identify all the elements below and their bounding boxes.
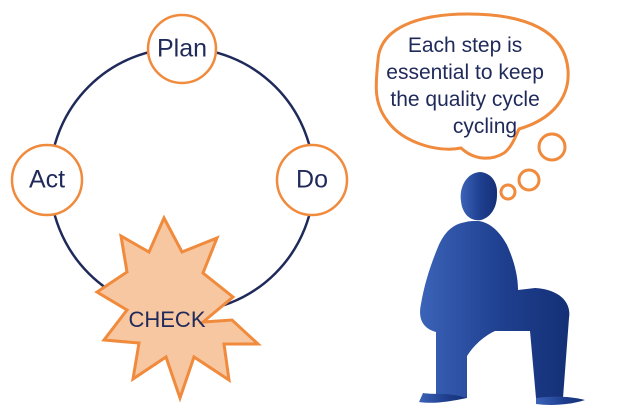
do-circle [275, 143, 349, 217]
thought-line-2: essential to keep [386, 61, 544, 84]
thought-bubble-cloud [374, 12, 570, 160]
act-label: Act [29, 166, 65, 194]
check-starburst [94, 214, 262, 403]
plan-circle [146, 13, 218, 85]
plan-label: Plan [157, 35, 207, 63]
do-node: Do [275, 143, 349, 217]
thought-dot-medium [517, 168, 541, 192]
thought-bubble: Each step is essential to keep the quali… [374, 12, 570, 201]
check-label: CHECK [128, 307, 205, 332]
thought-line-3: the quality cycle [390, 88, 539, 111]
do-label: Do [296, 166, 328, 194]
act-node: Act [10, 143, 84, 217]
thought-dot-small [499, 183, 517, 201]
act-circle [10, 143, 84, 217]
thought-line-4: cycling [453, 115, 517, 138]
thought-dot-large [537, 132, 567, 162]
seated-thinking-person-icon [419, 172, 585, 405]
thought-text: Each step is essential to keep the quali… [386, 34, 549, 138]
check-node: CHECK [94, 214, 262, 403]
plan-node: Plan [146, 13, 218, 85]
thought-line-1: Each step is [408, 34, 522, 57]
